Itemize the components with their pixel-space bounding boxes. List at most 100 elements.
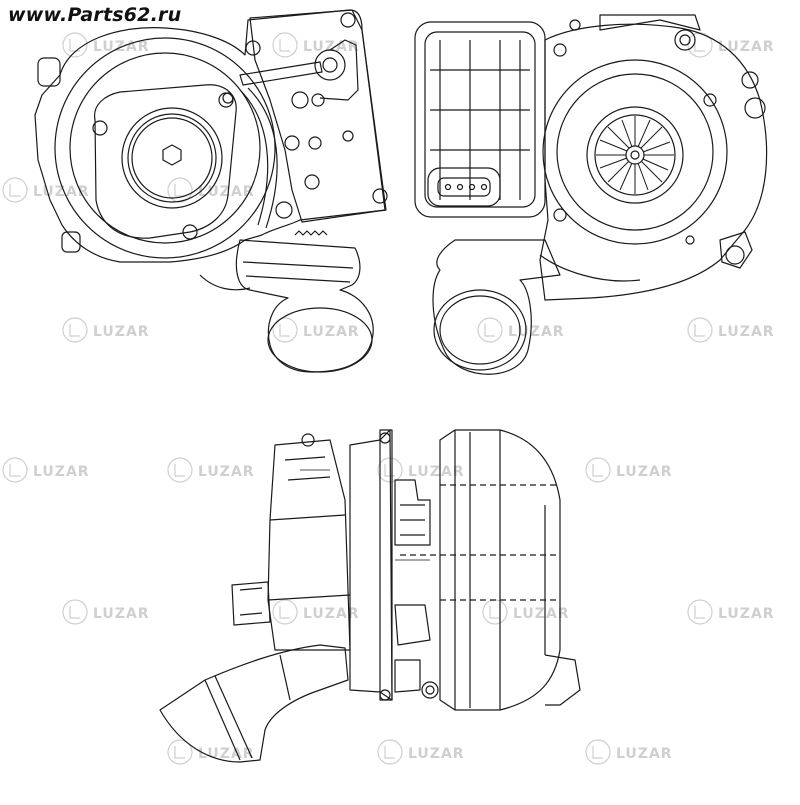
center-linkage	[394, 604, 431, 646]
luzar-watermark: LUZAR	[272, 32, 360, 58]
side-inlet-pipe-detail	[204, 679, 241, 761]
shaft-nut	[162, 144, 182, 166]
turbocharger-side-view	[159, 429, 581, 763]
housing-bolt	[679, 34, 691, 46]
housing-bolt	[703, 93, 717, 107]
svg-text:LUZAR: LUZAR	[303, 324, 360, 340]
bearing-flange	[379, 429, 393, 701]
housing-bolt	[685, 235, 695, 245]
svg-text:LUZAR: LUZAR	[718, 324, 775, 340]
luzar-watermark: LUZAR	[585, 739, 673, 765]
turbocharger-rear-view	[414, 14, 768, 375]
connector-pin	[456, 183, 464, 191]
outlet-seam	[242, 261, 354, 269]
svg-text:LUZAR: LUZAR	[718, 39, 775, 55]
compressor-outer-ring	[54, 37, 276, 259]
svg-text:LUZAR: LUZAR	[93, 324, 150, 340]
connector-pin	[468, 183, 476, 191]
actuator-electrical-connector	[427, 167, 501, 207]
side-bolt	[425, 685, 435, 695]
side-bolt	[301, 433, 315, 447]
bracket-bolt	[372, 188, 388, 204]
side-turbine-housing	[439, 429, 561, 711]
luzar-watermark: LUZAR	[687, 32, 775, 58]
heat-shield-edge	[247, 87, 278, 229]
actuator-ribs	[430, 69, 530, 151]
side-bolt	[379, 689, 391, 701]
turbine-wheel	[594, 114, 676, 196]
center-linkage	[394, 479, 431, 546]
svg-text:LUZAR: LUZAR	[508, 324, 565, 340]
linkage-bolt	[284, 135, 300, 151]
housing-top-ridge	[599, 14, 701, 31]
flange-bolt	[182, 224, 198, 240]
compressor-housing-outline	[34, 9, 386, 263]
heat-shield-edge	[239, 89, 269, 226]
inlet-flange	[93, 84, 237, 239]
svg-text:LUZAR: LUZAR	[33, 464, 90, 480]
turbine-hub-nut	[630, 150, 640, 160]
side-turbine-outlet	[544, 654, 581, 706]
svg-text:LUZAR: LUZAR	[408, 746, 465, 762]
svg-text:LUZAR: LUZAR	[303, 39, 360, 55]
luzar-watermark: LUZAR	[62, 32, 149, 58]
luzar-watermark: LUZAR	[585, 457, 673, 483]
linkage-bolt	[291, 91, 309, 109]
housing-bolt	[553, 208, 567, 222]
flange-bolt	[218, 92, 234, 108]
mount-bolt	[222, 92, 234, 104]
actuator-bracket	[249, 9, 387, 223]
luzar-watermark: LUZAR	[687, 317, 775, 343]
luzar-watermark: LUZAR	[377, 457, 464, 483]
center-linkage	[400, 504, 425, 536]
site-link[interactable]: www.Parts62.ru	[8, 4, 182, 26]
svg-text:LUZAR: LUZAR	[513, 606, 570, 622]
side-bolt	[421, 681, 439, 699]
electronic-actuator-body	[414, 21, 546, 218]
mount-lug	[37, 57, 61, 87]
linkage-bolt	[304, 174, 320, 190]
connector-pin	[480, 183, 488, 191]
turbine-inlet-opening-inner	[439, 295, 521, 365]
center-linkage	[394, 659, 421, 693]
turbine-scroll-ring-inner	[556, 73, 714, 231]
turbine-wheel-outer	[586, 106, 684, 204]
svg-text:LUZAR: LUZAR	[303, 606, 360, 622]
bearing-housing	[349, 429, 393, 701]
connector-pin	[444, 183, 452, 191]
compressor-inlet-bore	[131, 117, 213, 199]
svg-text:LUZAR: LUZAR	[616, 746, 673, 762]
turbine-scroll-ring	[542, 59, 728, 245]
turbine-outlet-tab	[719, 231, 753, 269]
flange-bolt	[92, 120, 108, 136]
side-bolt	[379, 432, 391, 444]
luzar-watermark: LUZAR	[482, 599, 570, 625]
svg-text:LUZAR: LUZAR	[718, 606, 775, 622]
housing-bolt	[553, 43, 567, 57]
luzar-watermark: LUZAR	[167, 457, 254, 483]
outlet-pipe-end	[267, 307, 373, 373]
lower-housing-curve	[539, 254, 641, 282]
svg-text:LUZAR: LUZAR	[93, 606, 150, 622]
bracket-bolt	[245, 40, 261, 56]
svg-text:LUZAR: LUZAR	[616, 464, 673, 480]
outlet-seam	[245, 275, 351, 283]
side-inlet-pipe-detail	[279, 654, 291, 701]
luzar-watermark: LUZAR	[272, 599, 360, 625]
housing-bolt	[725, 245, 745, 265]
vnt-linkage-rod	[319, 39, 359, 101]
side-actuator-detail	[267, 514, 351, 601]
luzar-watermark: LUZAR	[2, 457, 90, 483]
svg-text:LUZAR: LUZAR	[198, 746, 255, 762]
spring-coil	[294, 230, 328, 236]
outlet-elbow	[235, 239, 374, 373]
linkage-bolt	[342, 130, 354, 142]
side-inlet-pipe	[159, 644, 349, 763]
actuator-ribs	[439, 40, 521, 200]
mount-lug	[61, 231, 81, 253]
side-connector-detail	[239, 587, 263, 616]
housing-bolt	[744, 97, 766, 119]
luzar-watermark: LUZAR	[377, 739, 465, 765]
linkage-bolt	[308, 136, 322, 150]
